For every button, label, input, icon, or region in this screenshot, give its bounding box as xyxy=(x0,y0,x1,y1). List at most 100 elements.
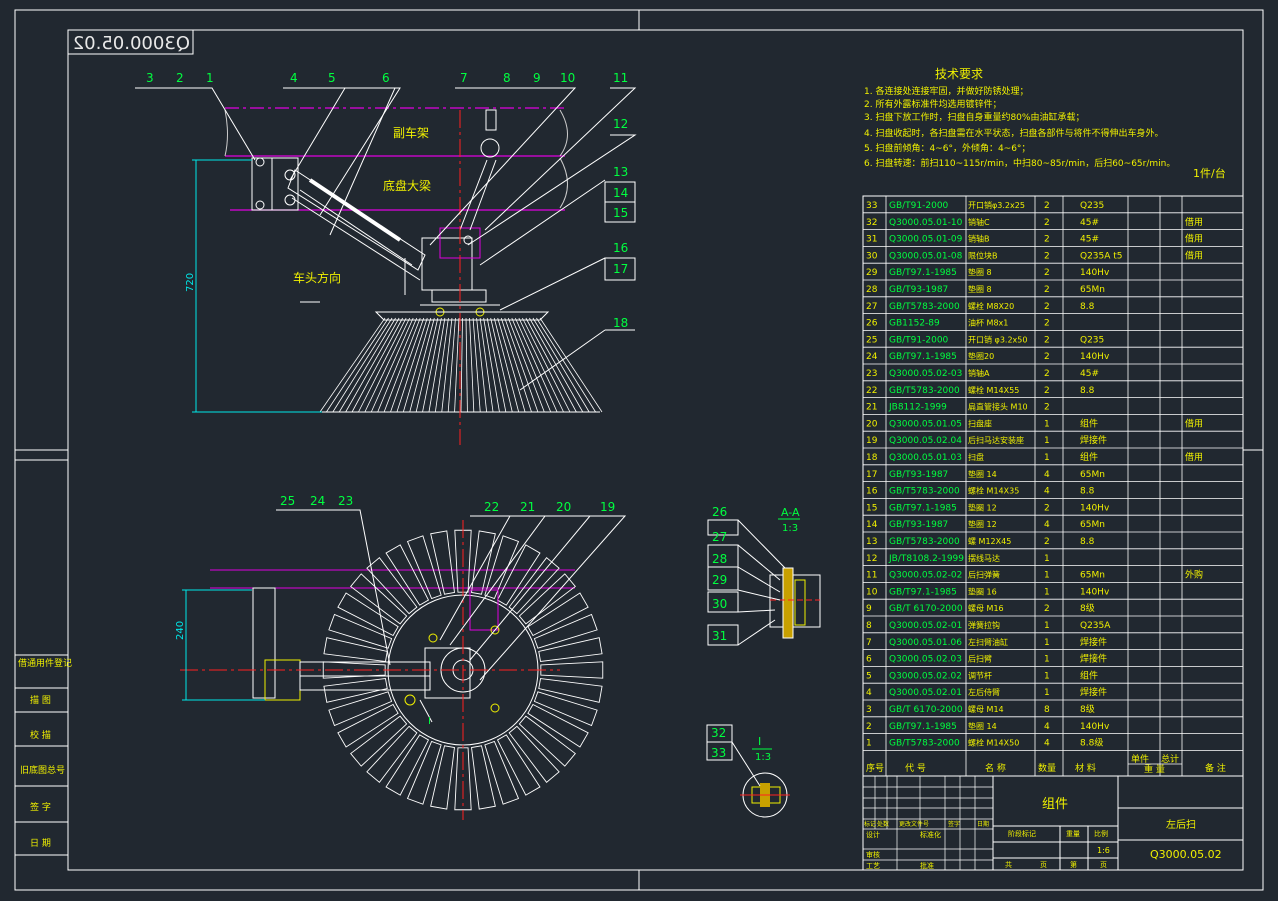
bom-cell: 2 xyxy=(1044,352,1050,362)
svg-text:3. 扫盘下放工作时，扫盘自身重量约80%由油缸承载；: 3. 扫盘下放工作时，扫盘自身重量约80%由油缸承载； xyxy=(864,111,1084,123)
bristle xyxy=(370,317,414,413)
bristle xyxy=(377,317,418,413)
brush-tuft xyxy=(385,734,430,796)
bom-cell: GB/T 6170-2000 xyxy=(889,604,963,614)
bottom-view-balloon-numbers: 25 24 23 22 21 20 19 I xyxy=(280,494,615,727)
svg-text:9: 9 xyxy=(533,71,541,85)
bom-cell: 29 xyxy=(866,268,878,278)
bristle xyxy=(472,317,481,413)
bom-cell: 20 xyxy=(866,419,878,429)
svg-text:批准: 批准 xyxy=(920,861,934,870)
bristle xyxy=(447,317,456,413)
bristle xyxy=(351,317,403,413)
bom-cell: 19 xyxy=(866,436,878,446)
technical-requirements: 技术要求 1. 各连接处连接牢固，并做好防锈处理； 2. 所有外露标准件均选用镀… xyxy=(864,67,1226,180)
svg-text:8: 8 xyxy=(503,71,511,85)
bristle xyxy=(409,317,435,413)
bom-cell: 1 xyxy=(1044,671,1050,681)
top-view-balloons xyxy=(135,87,637,391)
svg-text:10: 10 xyxy=(560,71,575,85)
title-block xyxy=(862,775,1244,871)
svg-text:Q3000.05.02: Q3000.05.02 xyxy=(73,33,190,54)
bom-cell: 1 xyxy=(1044,571,1050,581)
svg-text:27: 27 xyxy=(712,530,727,544)
svg-text:31: 31 xyxy=(712,629,727,643)
brush-tuft xyxy=(538,637,603,662)
bom-cell: GB/T5783-2000 xyxy=(889,537,960,547)
brush-tuft xyxy=(540,661,604,679)
bom-cell: 垫圈 12 xyxy=(968,502,997,512)
bom-cell: 8.8 xyxy=(1080,302,1095,312)
svg-text:1: 1 xyxy=(206,71,214,85)
section-a-a: A-A 1:3 26 27 28 29 30 31 xyxy=(707,505,821,646)
bom-cell: 后扫马达安装座 xyxy=(968,435,1024,445)
bom-cell: 销轴C xyxy=(968,217,990,227)
bristle xyxy=(415,317,439,413)
bristle xyxy=(396,317,428,413)
bom-cell: 140Hv xyxy=(1080,587,1110,597)
bristle xyxy=(539,317,603,413)
svg-text:比例: 比例 xyxy=(1094,829,1108,838)
svg-text:28: 28 xyxy=(712,552,727,566)
bom-cell: 借用 xyxy=(1185,451,1203,463)
bom-cell: 外购 xyxy=(1185,569,1203,581)
label-chassis-beam: 底盘大梁 xyxy=(383,178,431,193)
bristle xyxy=(345,317,400,413)
bom-cell: 1 xyxy=(866,739,872,749)
bom-cell: 1 xyxy=(1044,554,1050,564)
bom-cell: 2 xyxy=(1044,604,1050,614)
bom-cell: 30 xyxy=(866,251,878,261)
svg-text:重量: 重量 xyxy=(1066,830,1080,838)
bristle xyxy=(522,317,571,413)
svg-text:标准化: 标准化 xyxy=(920,830,941,839)
bristle xyxy=(434,317,449,413)
bom-cell: 后扫弹簧 xyxy=(968,570,1000,580)
bom-cell: 2 xyxy=(1044,403,1050,413)
bom-cell: GB/T97.1-1985 xyxy=(889,352,957,362)
bom-cell: 焊接件 xyxy=(1080,636,1107,648)
bom-cell: 10 xyxy=(866,587,878,597)
svg-text:22: 22 xyxy=(484,500,499,514)
bristle xyxy=(493,317,520,413)
bom-cell: 8.8 xyxy=(1080,487,1095,497)
bristle xyxy=(454,317,460,413)
bom-cell: 左后侍臂 xyxy=(968,687,1000,697)
bom-cell: 螺栓 M14X55 xyxy=(968,385,1019,395)
bom-cell: 21 xyxy=(866,403,877,413)
svg-text:签字: 签字 xyxy=(948,820,960,828)
bom-header-cell: 代 号 xyxy=(905,763,926,774)
bom-cell: 垫圈 16 xyxy=(968,586,997,596)
bristle xyxy=(476,317,488,413)
bristle xyxy=(319,317,386,413)
svg-text:6: 6 xyxy=(382,71,390,85)
bom-cell: 8.8级 xyxy=(1080,737,1103,749)
brush-tuft xyxy=(366,557,418,615)
bom-cell: 2 xyxy=(1044,369,1050,379)
bom-cell: 垫圈 14 xyxy=(968,469,997,479)
bom-cell: 垫圈 8 xyxy=(968,284,992,294)
bristle xyxy=(465,317,468,413)
brush-tuft xyxy=(527,703,589,748)
svg-text:26: 26 xyxy=(712,505,727,519)
bom-cell: 2 xyxy=(1044,537,1050,547)
svg-text:借通用件登记: 借通用件登记 xyxy=(18,657,72,669)
bristle xyxy=(518,317,564,413)
svg-text:2. 所有外露标准件均选用镀锌件；: 2. 所有外露标准件均选用镀锌件； xyxy=(864,98,1001,110)
svg-text:16: 16 xyxy=(613,241,628,255)
bristle xyxy=(422,317,442,413)
bom-cell: 螺母 M14 xyxy=(968,704,1004,714)
svg-text:29: 29 xyxy=(712,573,727,587)
bom-cell: GB/T5783-2000 xyxy=(889,487,960,497)
title-scale: 1:6 xyxy=(1097,846,1110,855)
bom-cell: 4 xyxy=(1044,520,1050,530)
svg-text:页: 页 xyxy=(1100,861,1107,869)
bristle xyxy=(383,317,421,413)
brush-tuft xyxy=(508,725,560,783)
bristle xyxy=(500,317,532,413)
svg-text:14: 14 xyxy=(613,186,628,200)
brush-tuft xyxy=(337,703,399,748)
bom-cell: 1 xyxy=(1044,587,1050,597)
svg-text:签 字: 签 字 xyxy=(30,801,51,813)
bom-cell: 4 xyxy=(1044,487,1050,497)
